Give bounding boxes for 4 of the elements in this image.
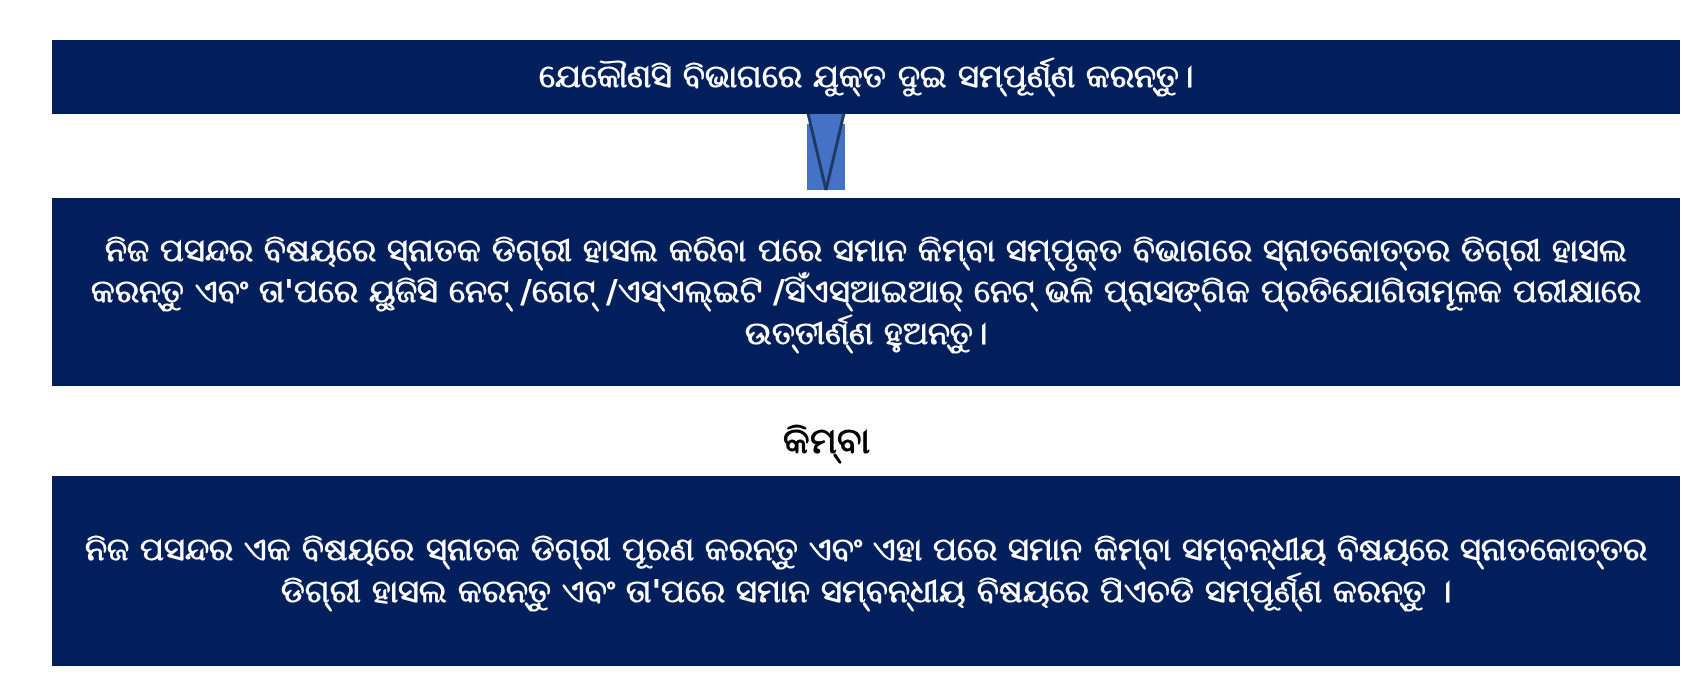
text-box: ଯେକୌଣସି ବିଭାଗରେ ଯୁକ୍ତ ଦୁଇ ସମ୍ପୂର୍ଣ୍ଣ କରନ୍ତୁ। (52, 40, 1680, 114)
text-box: ନିଜ ପସନ୍ଦର ଏକ ବିଷୟରେ ସ୍ନାତକ ଡିଗ୍ରୀ ପୂରଣ କରନ୍ତୁ ଏବଂ ଏହା ପରେ ସମାନ କିମ୍ବା ସମ୍ବନ୍ଧୀୟ ବିଷୟରେ ସ୍ନାତକୋତ୍ତର ଡିଗ୍ରୀ ହାସଲ କରନ୍ତୁ ଏବଂ ତା'ପରେ ସମାନ ସମ୍ବନ୍ଧୀୟ ବିଷୟରେ ପିଏଚଡି ସମ୍ପୂର୍ଣ୍ଣ କରନ୍ତୁ । (52, 476, 1680, 666)
or-label: କିମ୍ବା (782, 420, 870, 462)
text-box: ନିଜ ପସନ୍ଦର ବିଷୟରେ ସ୍ନାତକ ଡିଗ୍ରୀ ହାସଲ କରିବା ପରେ ସମାନ କିମ୍ବା ସମ୍ପୃକ୍ତ ବିଭାଗରେ ସ୍ନାତକୋତ୍ତର ଡିଗ୍ରୀ ହାସଲ କରନ୍ତୁ ଏବଂ ତା'ପରେ ୟୁଜିସି ନେଟ୍ /ଗେଟ୍ /ଏସ୍ଏଲ୍ଇଟି /ସିଁଏସ୍ଆଇଆର୍ ନେଟ୍ ଭଳି ପ୍ରାସଙ୍ଗିକ ପ୍ରତିଯୋଗିତାମୂଳକ ପରୀକ୍ଷାରେ ଉତ୍ତୀର୍ଣ୍ଣ ହୁଅନ୍ତୁ। (52, 198, 1680, 386)
